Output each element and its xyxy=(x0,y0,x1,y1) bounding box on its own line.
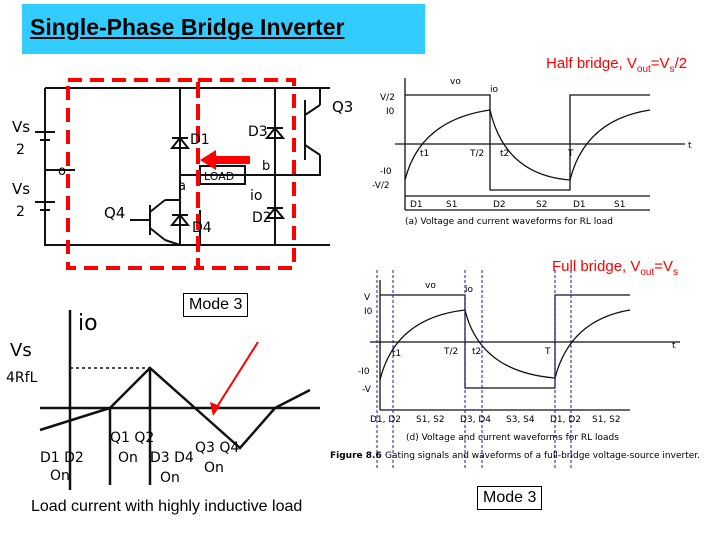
full-plot-caption: (d) Voltage and current waveforms for RL… xyxy=(406,433,619,443)
load-current-caption: Load current with highly inductive load xyxy=(31,498,303,515)
full-io-label: io xyxy=(465,285,474,295)
full-seq-item: S1, S2 xyxy=(416,415,445,425)
half-seq-item: S1 xyxy=(446,200,457,210)
half-t2-label: t2 xyxy=(500,149,509,159)
sketch-seg1b: On xyxy=(50,468,70,484)
circuit-schematic: Vs 2 Vs 2 D1 D3 D2 D4 Q3 Q4 LOAD io a b … xyxy=(12,78,353,270)
vs-bot-label: Vs xyxy=(12,180,30,198)
full-seq-item: S1, S2 xyxy=(592,415,621,425)
half-pos-label: V/2 xyxy=(380,93,395,103)
full-seq-group: D1, D2 S1, S2 D3, D4 S3, S4 D1, D2 S1, S… xyxy=(370,415,621,425)
full-neg-label: -V xyxy=(362,385,372,395)
io-label: io xyxy=(250,188,262,204)
half-seq-group: D1 S1 D2 S2 D1 S1 xyxy=(410,200,625,210)
full-vo-label: vo xyxy=(425,281,436,291)
sketch-seg4b: On xyxy=(204,460,224,476)
vs-top-label: Vs xyxy=(12,118,30,136)
d2-label: D2 xyxy=(252,210,272,226)
sketch-peak-den: 4RfL xyxy=(6,370,38,386)
sketch-seg3b: On xyxy=(160,470,180,486)
full-thalf-label: T/2 xyxy=(443,347,458,357)
sketch-yaxis-label: io xyxy=(78,311,98,336)
sketch-seg3: D3 D4 xyxy=(150,450,194,466)
full-t1-label: t1 xyxy=(392,349,401,359)
page-title: Single-Phase Bridge Inverter xyxy=(30,14,345,40)
half-plot-caption: (a) Voltage and current waveforms for RL… xyxy=(405,217,613,227)
mode-label-1: Mode 3 xyxy=(183,293,249,317)
half-neg-i0-label: -I0 xyxy=(380,167,392,177)
full-bridge-waveform: vo io V I0 -I0 -V t1 T/2 t2 T t D1, D2 S… xyxy=(330,270,700,470)
half-neg-label: -V/2 xyxy=(372,181,390,191)
load-current-sketch: io Vs 4RfL D1 D2 On Q1 Q2 On D3 D4 On Q3… xyxy=(6,310,320,490)
full-seq-item: D3, D4 xyxy=(460,415,491,425)
sketch-seg2: Q1 Q2 xyxy=(110,430,154,446)
half-bridge-caption: Half bridge, Vout=Vs/2 xyxy=(546,55,688,75)
full-bridge-caption: Full bridge, Vout=Vs xyxy=(552,258,679,278)
d1-label: D1 xyxy=(190,132,210,148)
full-i0-label: I0 xyxy=(364,307,373,317)
vs-top-den: 2 xyxy=(16,142,25,158)
sketch-seg1: D1 D2 xyxy=(40,450,84,466)
full-pos-label: V xyxy=(364,293,371,303)
half-seq-item: S2 xyxy=(536,200,547,210)
q3-label: Q3 xyxy=(332,98,353,116)
full-seq-item: D1, D2 xyxy=(550,415,581,425)
full-t2-label: t2 xyxy=(472,347,481,357)
half-seq-item: D2 xyxy=(493,200,506,210)
half-seq-item: D1 xyxy=(410,200,423,210)
d3-label: D3 xyxy=(248,124,268,140)
half-taxis-label: t xyxy=(688,141,692,151)
title-banner xyxy=(22,4,425,54)
half-seq-item: S1 xyxy=(614,200,625,210)
sketch-seg4: Q3 Q4 xyxy=(195,440,239,456)
half-i0-label: I0 xyxy=(386,107,395,117)
mode-label-2: Mode 3 xyxy=(477,486,543,510)
half-vo-label: vo xyxy=(450,77,461,87)
sketch-seg2b: On xyxy=(118,450,138,466)
half-t1-label: t1 xyxy=(420,149,429,159)
figure-label: Figure 8.6 xyxy=(330,451,382,461)
figure-caption: Gating signals and waveforms of a full-b… xyxy=(385,451,700,461)
full-neg-i0-label: -I0 xyxy=(358,367,370,377)
half-io-label: io xyxy=(490,85,499,95)
full-tperiod-label: T xyxy=(544,347,551,357)
sketch-peak-label: Vs xyxy=(10,340,32,361)
vs-bot-den: 2 xyxy=(16,204,25,220)
q4-label: Q4 xyxy=(104,204,125,222)
full-seq-item: S3, S4 xyxy=(506,415,535,425)
full-seq-item: D1, D2 xyxy=(370,415,401,425)
half-tperiod-label: T xyxy=(567,149,574,159)
half-thalf-label: T/2 xyxy=(469,149,484,159)
node-b-label: b xyxy=(262,159,270,174)
node-a-label: a xyxy=(178,179,186,194)
half-bridge-waveform: vo io V/2 I0 -I0 -V/2 t1 T/2 t2 T t D1 S… xyxy=(372,77,692,227)
full-taxis-label: t xyxy=(672,341,676,351)
d4-label: D4 xyxy=(192,220,212,236)
half-seq-item: D1 xyxy=(573,200,586,210)
load-label: LOAD xyxy=(204,170,234,183)
node-o-label: o xyxy=(58,164,66,179)
